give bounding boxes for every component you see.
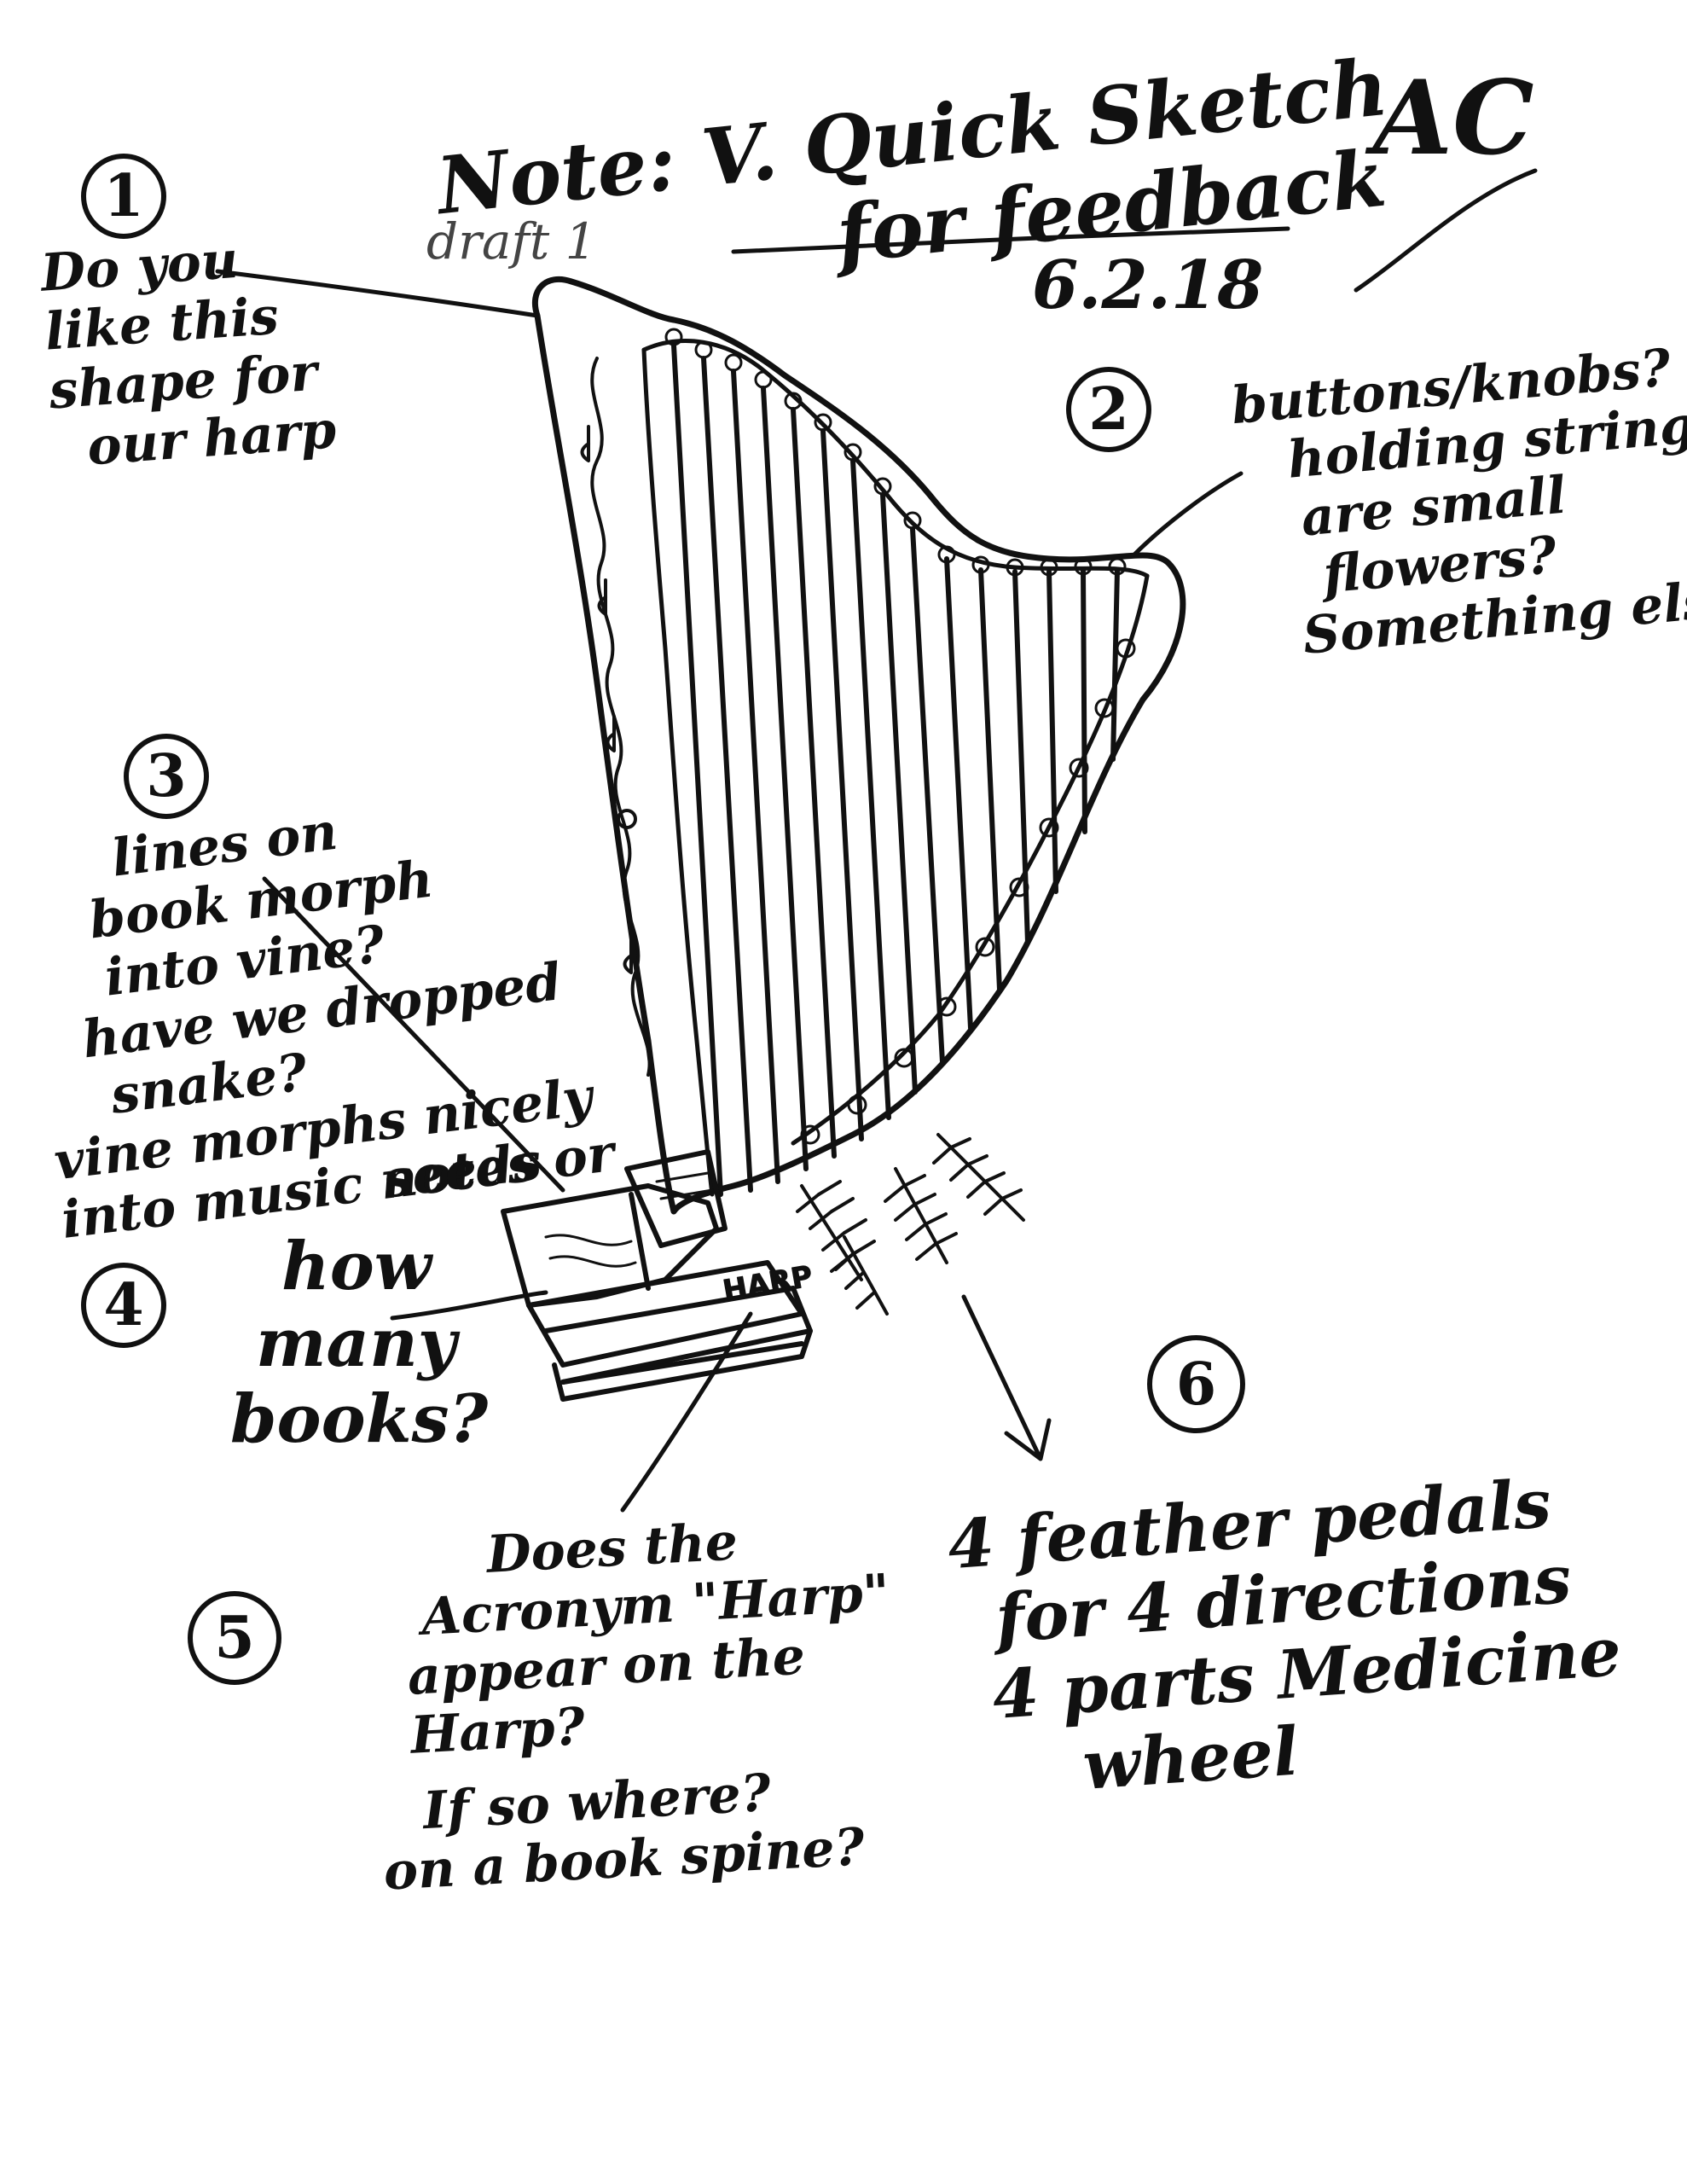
harp-column-inner [641,347,715,1197]
note-2: buttons/knobs? holding strings are small… [1229,332,1687,671]
leader-3 [262,876,565,1193]
note-4-line: many [256,1304,457,1382]
draft-label: draft 1 [426,212,597,270]
harp-neck-inner [641,339,1150,578]
leader-1 [215,269,540,318]
note-6: 4 feather pedals for 4 directions 4 part… [945,1461,1628,1813]
note-5-number: 5 [188,1591,281,1685]
note-2-number: 2 [1066,367,1151,452]
harp-strings [671,343,1120,1197]
note-4-number: 4 [81,1263,166,1348]
leader-2 [1132,471,1244,557]
note-4: how many books? [230,1228,488,1458]
books [501,1149,813,1402]
title-date: 6.2.18 [1032,247,1264,324]
initials-underline [1354,168,1538,293]
note-1: Do you like this shape for our harp [39,225,339,480]
music-note-marks [580,425,637,974]
leader-lines [215,168,1538,1513]
note-4-line: books? [230,1380,489,1459]
note-6-number: 6 [1147,1335,1245,1433]
feather-pedals [796,1133,1025,1316]
leader-4 [390,1290,548,1321]
leader-6-arrow [961,1294,1052,1461]
note-4-line: how [281,1228,432,1305]
note-1-number: 1 [81,154,166,239]
title-underline [731,226,1290,254]
column-vine [590,357,652,1077]
note-3: lines on book morph into vine? have we d… [15,774,617,1251]
harp-frame [531,276,1186,1215]
note-5: Does the Acronym "Harp" appear on the Ha… [366,1505,904,1902]
flower-knobs [664,328,1136,1145]
author-initials: AC [1373,58,1534,178]
leader-5 [620,1311,753,1513]
note-3-number: 3 [124,734,209,819]
